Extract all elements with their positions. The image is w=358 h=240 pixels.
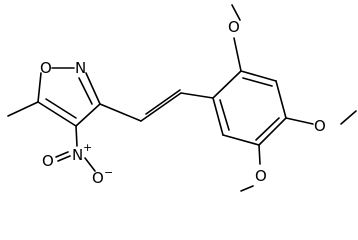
bond-ar2-ome-top-o bbox=[233, 37, 242, 72]
bond-n2-c3-inner bbox=[78, 77, 93, 105]
bond-ar6-ar1 bbox=[212, 97, 224, 136]
bond-ar3-ar4 bbox=[275, 80, 287, 119]
bond-ar5-ar6 bbox=[222, 134, 260, 146]
bond-c5-methyl bbox=[7, 101, 39, 117]
bond-vinyl-aryl bbox=[180, 92, 214, 99]
bond-n2-c3 bbox=[85, 72, 101, 105]
bond-ar6-ar1-inner bbox=[219, 99, 230, 131]
bond-c4-c5-inner bbox=[45, 98, 77, 119]
bond-nitro-n-o-left bbox=[57, 155, 71, 162]
bond-ar4-ar5-inner bbox=[255, 117, 280, 141]
bond-ar1-ar2 bbox=[212, 70, 242, 99]
bond-ar4-ar5 bbox=[258, 117, 287, 146]
bond-nitro-n-o-left-inner bbox=[55, 151, 69, 158]
nitro-oxygen-left-label: O bbox=[42, 152, 54, 170]
structure-drawing: O N N + O O − O O O bbox=[7, 4, 357, 192]
molecule-diagram: O N N + O O − O O O bbox=[7, 4, 357, 192]
bond-nitro-n-o-bottom bbox=[84, 157, 96, 172]
methoxy-top-oxygen-label: O bbox=[228, 18, 240, 36]
nitro-oxygen-bottom-label: O bbox=[92, 169, 104, 187]
ring-oxygen-label: O bbox=[40, 59, 52, 77]
bond-vinyl-double bbox=[140, 92, 182, 122]
nitro-nitrogen-label: N bbox=[72, 146, 83, 164]
bond-ome-right-methyl bbox=[340, 110, 357, 125]
methoxy-bottom-oxygen-label: O bbox=[255, 167, 267, 185]
bond-c3-c4 bbox=[75, 103, 101, 127]
bond-ar5-ome-bottom-o bbox=[258, 144, 261, 165]
bond-c4-nitro-n bbox=[75, 125, 78, 147]
bond-ome-bottom-methyl bbox=[240, 185, 254, 192]
bond-c5-o1 bbox=[37, 72, 42, 103]
bond-ar4-ome-right-o bbox=[285, 117, 314, 125]
bond-ar2-ar3 bbox=[240, 70, 277, 82]
nitro-minus-charge: − bbox=[104, 166, 113, 179]
bond-c3-vinyl bbox=[99, 103, 142, 122]
nitro-plus-charge: + bbox=[83, 141, 92, 154]
bond-ar2-ar3-inner bbox=[242, 77, 273, 87]
bond-c4-c5 bbox=[37, 101, 77, 127]
bond-vinyl-double-inner bbox=[145, 89, 181, 115]
ring-nitrogen-label: N bbox=[75, 59, 86, 77]
bond-ome-top-methyl bbox=[231, 4, 241, 21]
methoxy-right-oxygen-label: O bbox=[314, 117, 326, 135]
